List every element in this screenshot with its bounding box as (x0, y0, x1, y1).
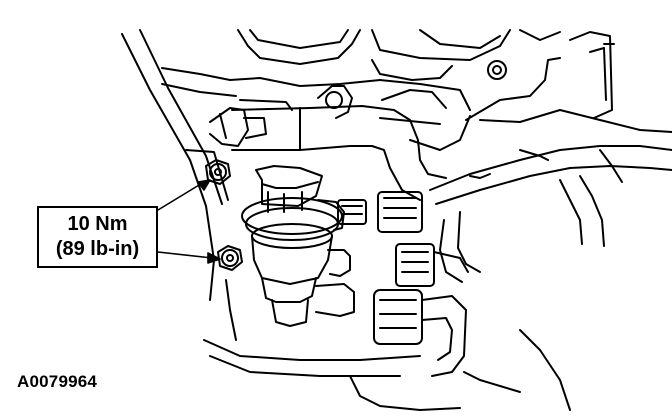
lower-arrowhead-icon (207, 252, 221, 264)
torque-callout: 10 Nm (89 lb-in) (37, 206, 158, 268)
figure-id: A0079964 (17, 372, 98, 391)
vacuum-hose (209, 85, 471, 201)
upper-arrowhead-icon (197, 179, 211, 191)
lower-bracket (203, 279, 571, 411)
lower-leader-line (157, 251, 213, 259)
callout-leaders (157, 179, 221, 264)
torque-nm: 10 Nm (67, 213, 128, 235)
vacuum-valve (241, 165, 355, 327)
upper-bolt-icon (209, 163, 227, 181)
tube-assembly (429, 145, 672, 283)
engine-background-contours (161, 29, 672, 133)
torque-lbin: (89 lb-in) (55, 238, 140, 260)
electrical-connectors (337, 191, 469, 377)
mounting-bolts (205, 159, 243, 271)
upper-leader-line (157, 181, 205, 211)
lower-bolt-icon (221, 249, 239, 267)
